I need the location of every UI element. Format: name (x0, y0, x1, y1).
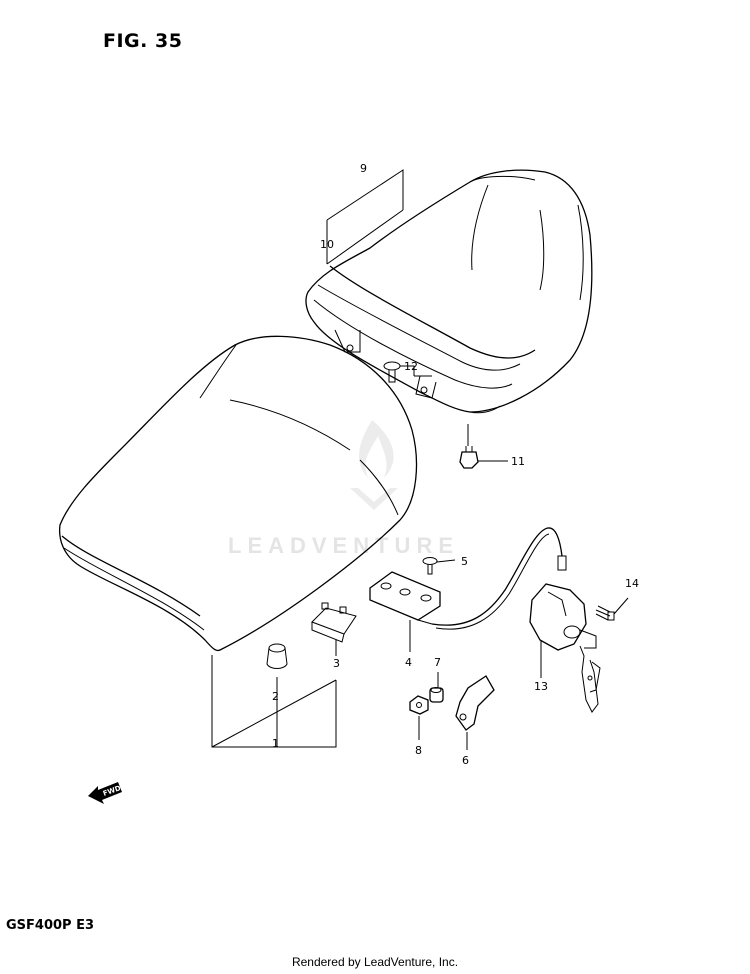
part-6-bracket (455, 675, 495, 731)
model-code: GSF400P E3 (6, 918, 95, 933)
footer-credit: Rendered by LeadVenture, Inc. (291, 955, 459, 969)
label-part-9: 9 (360, 162, 367, 175)
part-14-screw (595, 605, 615, 621)
label-part-1: 1 (272, 737, 279, 750)
label-part-5: 5 (461, 555, 468, 568)
watermark-logo (350, 420, 398, 510)
part-4-lock-bracket (369, 527, 567, 630)
label-part-2: 2 (272, 690, 279, 703)
part-5-screw (422, 557, 438, 575)
part-8-nut (409, 695, 429, 715)
label-part-4: 4 (405, 656, 412, 669)
label-part-6: 6 (462, 754, 469, 767)
label-part-8: 8 (415, 744, 422, 757)
part-11-bolt (459, 446, 479, 469)
figure-title: FIG. 35 (103, 30, 183, 52)
label-part-13: 13 (534, 680, 548, 693)
watermark: LEADVENTURE (228, 533, 460, 558)
rear-seat (305, 169, 593, 414)
part-3-bumper (311, 602, 357, 643)
label-part-11: 11 (511, 455, 525, 468)
front-seat (58, 335, 418, 652)
leader-lines (211, 169, 629, 750)
part-7-collar (429, 687, 444, 703)
label-part-7: 7 (434, 656, 441, 669)
part-12-screw (383, 361, 401, 383)
part-13-lock-assembly (529, 583, 601, 713)
label-part-12: 12 (404, 360, 418, 373)
fwd-arrow-icon: FWD (88, 782, 122, 804)
label-part-3: 3 (333, 657, 340, 670)
part-labels: 1 2 3 4 5 6 7 8 9 10 11 12 13 14 (272, 162, 639, 767)
part-2-cushion (266, 643, 288, 669)
label-part-14: 14 (625, 577, 639, 590)
label-part-10: 10 (320, 238, 334, 251)
